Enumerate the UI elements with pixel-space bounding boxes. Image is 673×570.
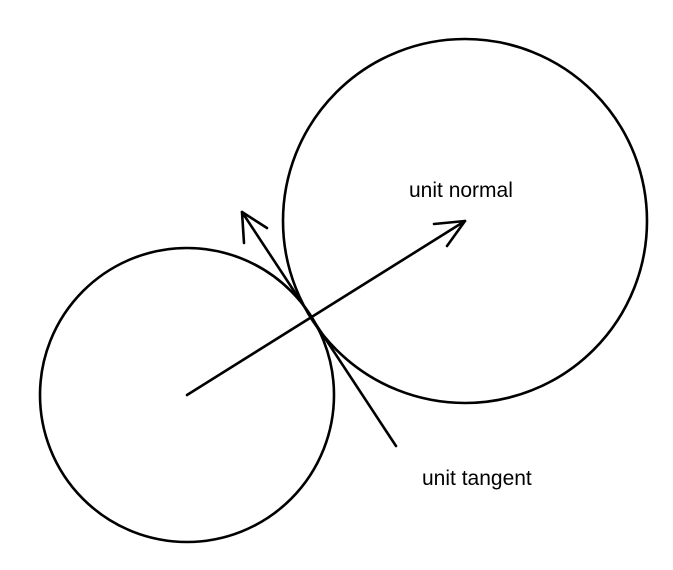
unit-normal-label: unit normal (409, 179, 513, 202)
tangent-vector-line (240, 210, 398, 448)
unit-tangent-label: unit tangent (422, 467, 532, 490)
large-circle (281, 37, 649, 405)
normal-vector-line (185, 219, 467, 397)
normal-arrowhead (432, 219, 467, 248)
tangent-arrowhead (240, 210, 269, 245)
small-circle (38, 246, 336, 544)
